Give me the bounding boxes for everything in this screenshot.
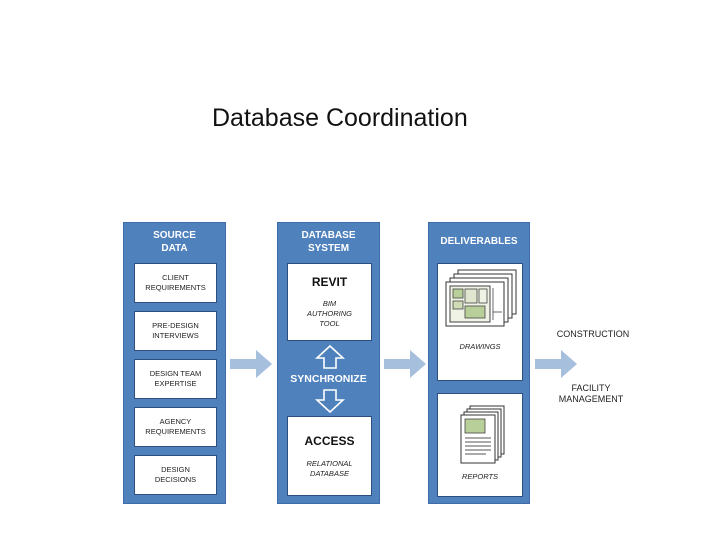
reports-stack-icon — [460, 405, 505, 464]
source-item-label: DESIGN DECISIONS — [154, 465, 197, 484]
synchronize-label: SYNCHRONIZE — [290, 373, 367, 385]
drawings-stack-icon — [445, 269, 517, 327]
drawings-label: DRAWINGS — [459, 342, 501, 351]
sync-down-arrow-icon — [314, 389, 346, 414]
source-data-column: SOURCE DATA CLIENT REQUIREMENTS PRE-DESI… — [123, 222, 226, 504]
right-arrow-icon — [384, 350, 426, 378]
source-item-label: DESIGN TEAM EXPERTISE — [149, 369, 202, 388]
source-item-label: AGENCY REQUIREMENTS — [145, 417, 206, 436]
reports-label: REPORTS — [461, 472, 499, 481]
source-item-agency-requirements: AGENCY REQUIREMENTS — [134, 407, 217, 447]
revit-sublabel: BIM AUTHORING TOOL — [307, 299, 352, 328]
sync-up-arrow-icon — [314, 344, 346, 369]
source-item-design-decisions: DESIGN DECISIONS — [134, 455, 217, 495]
right-arrow-icon — [230, 350, 272, 378]
source-item-pre-design-interviews: PRE-DESIGN INTERVIEWS — [134, 311, 217, 351]
right-arrow-icon — [535, 350, 577, 378]
revit-label: REVIT — [311, 275, 348, 289]
revit-box: REVIT BIM AUTHORING TOOL — [287, 263, 372, 341]
access-sublabel: RELATIONAL DATABASE — [306, 459, 353, 478]
source-item-client-requirements: CLIENT REQUIREMENTS — [134, 263, 217, 303]
construction-label: CONSTRUCTION — [556, 329, 630, 339]
database-system-heading: DATABASE SYSTEM — [301, 230, 356, 254]
source-item-label: PRE-DESIGN INTERVIEWS — [152, 321, 199, 340]
deliverables-heading: DELIVERABLES — [440, 236, 518, 247]
deliverables-column: DELIVERABLES DRAWINGS — [428, 222, 530, 504]
drawings-box: DRAWINGS — [437, 263, 523, 381]
facility-management-label: FACILITY MANAGEMENT — [558, 383, 624, 404]
access-box: ACCESS RELATIONAL DATABASE — [287, 416, 372, 496]
access-label: ACCESS — [304, 434, 355, 448]
source-item-label: CLIENT REQUIREMENTS — [145, 273, 206, 292]
page-title: Database Coordination — [212, 104, 468, 132]
source-data-heading: SOURCE DATA — [153, 230, 196, 254]
database-system-column: DATABASE SYSTEM REVIT BIM AUTHORING TOOL… — [277, 222, 380, 504]
reports-box: REPORTS — [437, 393, 523, 497]
source-item-design-team-expertise: DESIGN TEAM EXPERTISE — [134, 359, 217, 399]
